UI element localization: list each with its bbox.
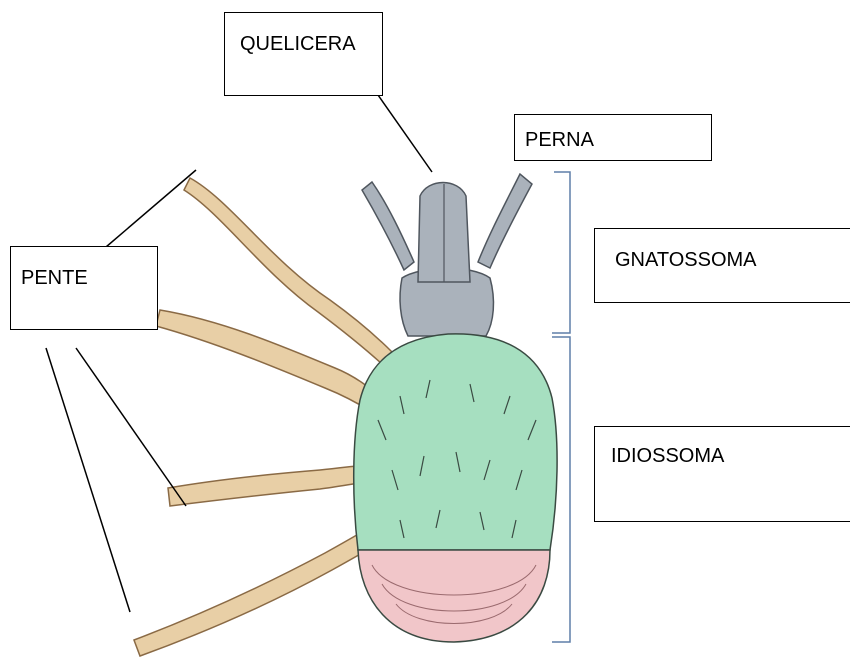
palp-right bbox=[478, 174, 532, 268]
leader-pente-upper bbox=[106, 170, 196, 247]
legs bbox=[134, 178, 392, 656]
label-perna: PERNA bbox=[514, 114, 712, 161]
label-gnatossoma: GNATOSSOMA bbox=[594, 228, 850, 303]
leader-pente-middle bbox=[76, 348, 186, 506]
label-pente: PENTE bbox=[10, 246, 158, 330]
leg-third bbox=[168, 465, 366, 506]
label-quelicera: QUELICERA bbox=[224, 12, 383, 96]
leg-lower bbox=[134, 524, 384, 656]
idiosoma-pink bbox=[358, 550, 550, 642]
brackets bbox=[552, 172, 570, 642]
label-idiossoma: IDIOSSOMA bbox=[594, 426, 850, 522]
idiosoma-green bbox=[354, 334, 557, 550]
bracket-gnatossoma bbox=[552, 172, 570, 333]
leader-quelicera bbox=[378, 95, 432, 172]
palp-left bbox=[362, 182, 414, 270]
idiosoma bbox=[354, 334, 557, 642]
leader-pente-lower bbox=[46, 348, 130, 612]
